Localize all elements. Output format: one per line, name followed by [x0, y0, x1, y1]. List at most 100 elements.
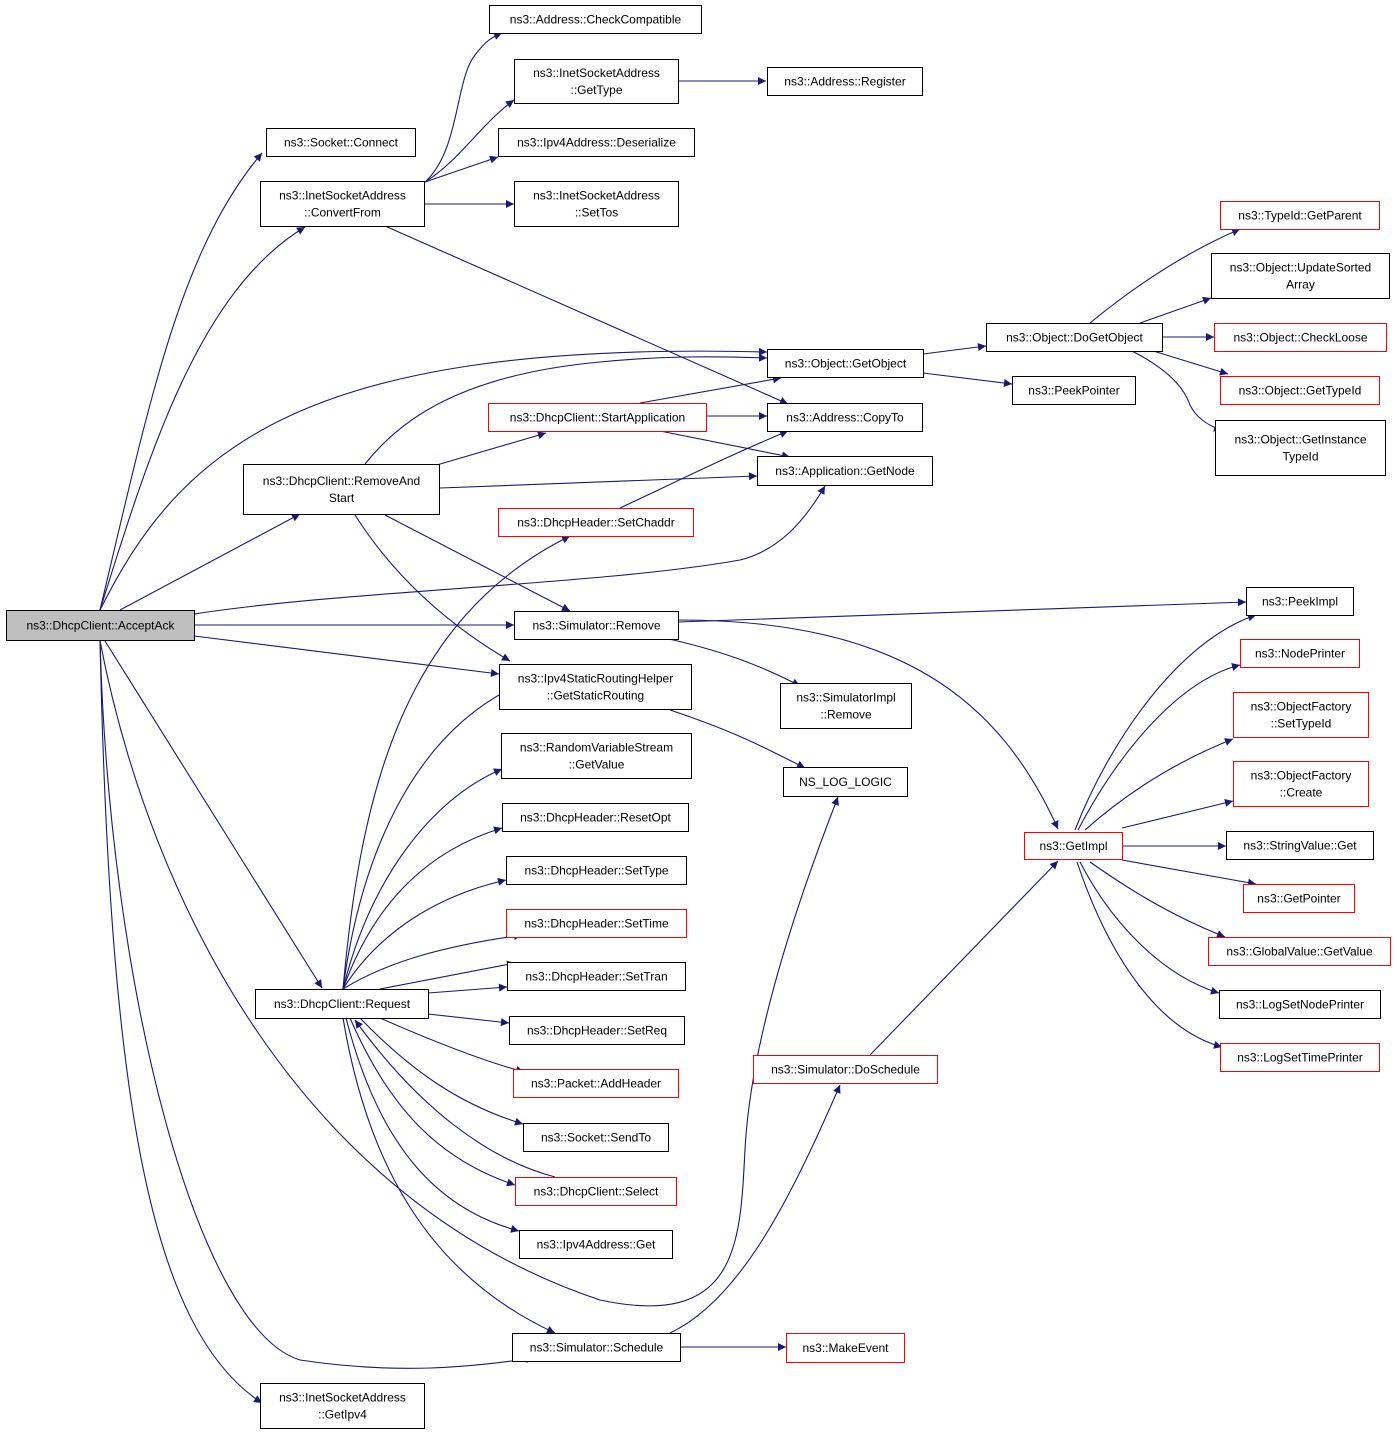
node-peekimpl[interactable]: ns3::PeekImpl: [1246, 587, 1354, 616]
node-sim-remove[interactable]: ns3::Simulator::Remove: [514, 611, 679, 640]
node-objfac-create[interactable]: ns3::ObjectFactory::Create: [1233, 761, 1369, 807]
node-obj-gettypeid[interactable]: ns3::Object::GetTypeId: [1220, 376, 1380, 405]
node-label-line: ns3::DhcpHeader::ResetOpt: [520, 811, 671, 825]
edge-startapp-getobject: [639, 375, 782, 404]
node-objfac-settypeid[interactable]: ns3::ObjectFactory::SetTypeId: [1233, 692, 1369, 738]
node-dhcphdr-resetopt[interactable]: ns3::DhcpHeader::ResetOpt: [502, 803, 689, 832]
node-dhcphdr-settime[interactable]: ns3::DhcpHeader::SetTime: [506, 909, 687, 938]
node-box: [513, 1069, 679, 1098]
node-label-line: ns3::MakeEvent: [802, 1341, 889, 1355]
node-inet-convert[interactable]: ns3::InetSocketAddress::ConvertFrom: [260, 181, 425, 227]
node-obj-dogetobject[interactable]: ns3::Object::DoGetObject: [986, 323, 1163, 352]
node-label-line: ns3::Simulator::Schedule: [530, 1341, 664, 1355]
node-box: [757, 456, 933, 486]
node-rvs-getvalue[interactable]: ns3::RandomVariableStream::GetValue: [501, 733, 692, 779]
node-box: [1211, 253, 1390, 299]
node-dhcphdr-settran[interactable]: ns3::DhcpHeader::SetTran: [507, 962, 686, 991]
node-box: [767, 403, 923, 432]
node-makeevent[interactable]: ns3::MakeEvent: [786, 1333, 905, 1363]
node-box: [489, 5, 702, 34]
node-box: [514, 181, 679, 227]
node-label-line: ns3::Simulator::Remove: [532, 619, 660, 633]
node-label-line: ns3::Socket::Connect: [284, 136, 399, 150]
node-label-line: ns3::ObjectFactory: [1251, 700, 1352, 714]
node-label-line: ::SetTos: [575, 206, 618, 220]
node-typeid-getparent[interactable]: ns3::TypeId::GetParent: [1220, 201, 1380, 230]
edge-request-setchaddr: [342, 535, 571, 990]
node-sim-schedule[interactable]: ns3::Simulator::Schedule: [512, 1333, 681, 1362]
node-ns-log-logic[interactable]: NS_LOG_LOGIC: [783, 767, 908, 797]
node-inet-gettype[interactable]: ns3::InetSocketAddress::GetType: [514, 59, 679, 104]
node-box: [243, 464, 440, 515]
node-obj-checkloose[interactable]: ns3::Object::CheckLoose: [1214, 323, 1387, 352]
edge-dogetobject-getinstancetypeid: [1129, 349, 1223, 432]
edge-convertfrom-gettype: [424, 99, 515, 183]
node-peekpointer[interactable]: ns3::PeekPointer: [1012, 376, 1136, 405]
node-label-line: ::Remove: [820, 708, 872, 722]
node-box: [523, 1123, 669, 1152]
node-globalvalue-getvalue[interactable]: ns3::GlobalValue::GetValue: [1208, 937, 1391, 966]
node-app-getnode[interactable]: ns3::Application::GetNode: [757, 456, 933, 486]
node-stringvalue-get[interactable]: ns3::StringValue::Get: [1226, 831, 1374, 860]
node-addr-copyto[interactable]: ns3::Address::CopyTo: [767, 403, 923, 432]
node-obj-getobject[interactable]: ns3::Object::GetObject: [767, 349, 924, 378]
node-sim-doschedule[interactable]: ns3::Simulator::DoSchedule: [753, 1055, 938, 1084]
edge-getimpl-globalvalue: [1089, 861, 1226, 938]
node-logsetnodeprinter[interactable]: ns3::LogSetNodePrinter: [1219, 990, 1381, 1019]
node-box: [488, 403, 707, 432]
node-label-line: ns3::InetSocketAddress: [533, 66, 660, 80]
node-box: [1208, 937, 1391, 966]
node-dhcp-select[interactable]: ns3::DhcpClient::Select: [515, 1177, 677, 1206]
node-label-line: ns3::Ipv4Address::Deserialize: [517, 136, 676, 150]
node-packet-addheader[interactable]: ns3::Packet::AddHeader: [513, 1069, 679, 1098]
node-label-line: ns3::RandomVariableStream: [520, 741, 673, 755]
node-label-line: ns3::Object::GetInstance: [1234, 433, 1366, 447]
node-nodeprinter[interactable]: ns3::NodePrinter: [1240, 639, 1360, 668]
node-acceptack[interactable]: ns3::DhcpClient::AcceptAck: [6, 610, 195, 641]
edge-getimpl-nodeprinter: [1077, 663, 1241, 831]
call-edges: [99, 32, 1257, 1404]
node-box: [986, 323, 1163, 352]
node-dhcphdr-settype[interactable]: ns3::DhcpHeader::SetType: [506, 856, 687, 885]
node-box: [498, 128, 695, 157]
node-getpointer[interactable]: ns3::GetPointer: [1243, 884, 1355, 913]
node-check-compat[interactable]: ns3::Address::CheckCompatible: [489, 5, 702, 34]
node-label-line: ns3::Socket::SendTo: [541, 1131, 651, 1145]
node-box: [1219, 990, 1381, 1019]
node-getimpl[interactable]: ns3::GetImpl: [1024, 832, 1123, 860]
node-box: [498, 508, 694, 537]
node-ipv4-staticrouting[interactable]: ns3::Ipv4StaticRoutingHelper::GetStaticR…: [499, 664, 692, 710]
node-inet-getipv4[interactable]: ns3::InetSocketAddress::GetIpv4: [260, 1383, 425, 1429]
node-label-line: ns3::Ipv4StaticRoutingHelper: [518, 672, 673, 686]
node-dhcp-request[interactable]: ns3::DhcpClient::Request: [255, 989, 429, 1019]
node-label-line: ::GetType: [570, 83, 622, 97]
node-ipv4-get[interactable]: ns3::Ipv4Address::Get: [519, 1230, 673, 1259]
node-socket-connect[interactable]: ns3::Socket::Connect: [266, 128, 416, 157]
node-dhcphdr-setreq[interactable]: ns3::DhcpHeader::SetReq: [509, 1016, 685, 1045]
node-label-line: ::SetTypeId: [1271, 717, 1332, 731]
node-simimpl-remove[interactable]: ns3::SimulatorImpl::Remove: [780, 683, 912, 729]
edge-request-settype: [342, 877, 507, 990]
node-socket-sendto[interactable]: ns3::Socket::SendTo: [523, 1123, 669, 1152]
node-label-line: ns3::InetSocketAddress: [279, 189, 406, 203]
edge-removestart-sim-remove: [384, 514, 571, 612]
node-box: [502, 803, 689, 832]
node-dhcp-startapp[interactable]: ns3::DhcpClient::StartApplication: [488, 403, 707, 432]
edge-request-resetopt: [342, 826, 503, 990]
edge-convertfrom-checkcompatible: [424, 32, 503, 183]
node-addr-register[interactable]: ns3::Address::Register: [767, 67, 923, 96]
node-box: [515, 1177, 677, 1206]
edge-acceptack-app-getnode: [193, 485, 826, 615]
edge-acceptack-inet-getipv4: [99, 640, 263, 1404]
node-logsettimeprinter[interactable]: ns3::LogSetTimePrinter: [1220, 1043, 1380, 1072]
edge-removestart-ipv4staticrouting: [354, 514, 511, 662]
node-box: [1214, 323, 1387, 352]
node-box: [514, 59, 679, 104]
node-inet-settos[interactable]: ns3::InetSocketAddress::SetTos: [514, 181, 679, 227]
node-dhcphdr-setchaddr[interactable]: ns3::DhcpHeader::SetChaddr: [498, 508, 694, 537]
node-ipv4-deser[interactable]: ns3::Ipv4Address::Deserialize: [498, 128, 695, 157]
node-label-line: ns3::Simulator::DoSchedule: [771, 1063, 920, 1077]
